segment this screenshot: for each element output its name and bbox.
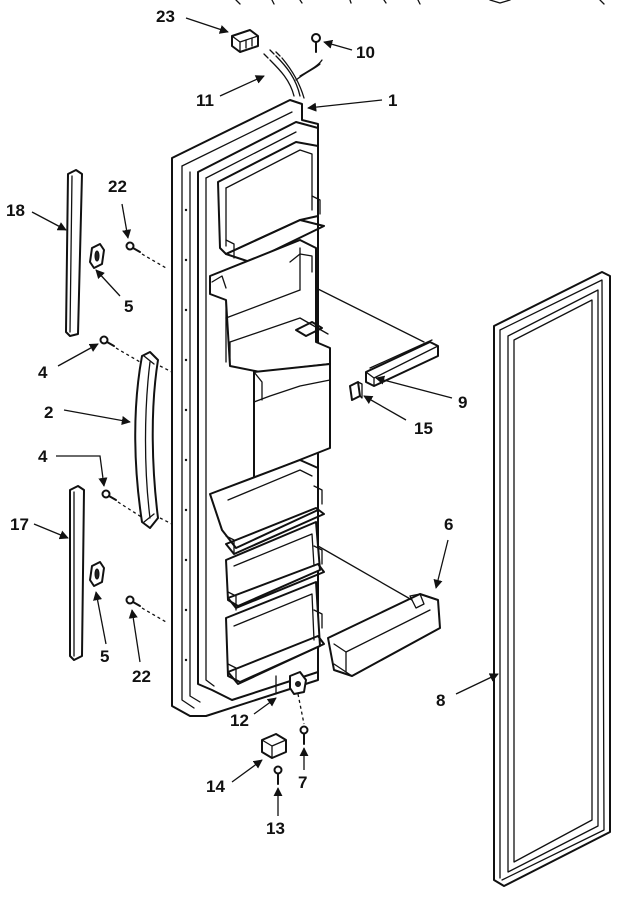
screw-part-13 [273, 765, 283, 785]
hinge-part-14 [261, 733, 287, 759]
callout-8: 8 [436, 691, 445, 710]
callout-18: 18 [6, 201, 25, 220]
wire-connector-part-23 [231, 29, 259, 53]
callout-10: 10 [356, 43, 375, 62]
clip-part-5-upper [89, 243, 105, 269]
clip-part-5-lower [89, 561, 105, 587]
door-gasket-part-8 [493, 271, 611, 887]
callout-22-lower: 22 [132, 667, 151, 686]
callout-1: 1 [388, 91, 397, 110]
callout-12: 12 [230, 711, 249, 730]
callout-labels: 23 10 11 1 18 22 5 4 2 4 17 5 22 9 15 6 … [6, 7, 467, 838]
callout-5-lower: 5 [100, 647, 109, 666]
bin-leader-line [317, 545, 413, 601]
callout-22-upper: 22 [108, 177, 127, 196]
top-edge-fragments [235, 0, 605, 5]
callout-13: 13 [266, 819, 285, 838]
trim-part-9 [365, 339, 439, 387]
trim-strip-part-17 [69, 485, 85, 661]
trim-strip-part-18 [65, 169, 83, 337]
screw-part-4-lower [101, 489, 147, 521]
screw-part-10 [311, 33, 321, 53]
screw-part-22-upper [125, 241, 167, 269]
hinge-bracket-part-7 [289, 671, 309, 745]
screw-part-4-upper [99, 335, 141, 363]
callout-6: 6 [444, 515, 453, 534]
screw-part-22-lower [125, 595, 167, 623]
callout-5-upper: 5 [124, 297, 133, 316]
callout-2: 2 [44, 403, 53, 422]
door-handle-part-2 [134, 351, 173, 529]
door-bin-part-6 [327, 593, 441, 677]
door-liner-part-1 [171, 99, 331, 717]
callout-15: 15 [414, 419, 433, 438]
leader-lines [31, 17, 499, 816]
callout-17: 17 [10, 515, 29, 534]
callout-11: 11 [196, 91, 214, 110]
callout-14: 14 [206, 777, 225, 796]
callout-9: 9 [458, 393, 467, 412]
callout-4-upper: 4 [38, 363, 48, 382]
clip-part-15 [349, 381, 363, 401]
callout-4-lower: 4 [38, 447, 48, 466]
door-edge-dots [184, 208, 188, 662]
wiring-harness-part-11 [263, 49, 323, 99]
callout-7: 7 [298, 773, 307, 792]
dispenser-leader-line [315, 287, 425, 343]
callout-23: 23 [156, 7, 175, 26]
